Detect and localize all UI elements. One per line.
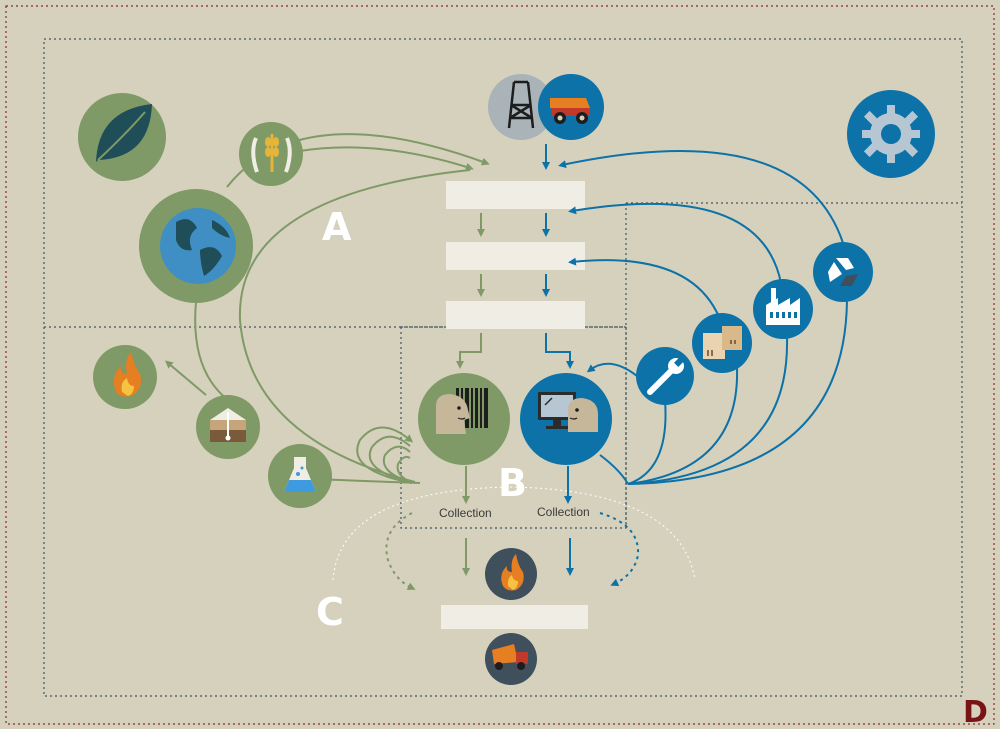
zone-label-b: B [498, 461, 527, 505]
collection-label-left: Collection [439, 506, 492, 520]
fire-icon-left [93, 345, 157, 409]
compost-soil-icon [196, 395, 260, 459]
factory-icon [753, 279, 813, 339]
consumer-computer-icon [520, 373, 612, 465]
zone-c-arc [332, 486, 696, 581]
zone-label-d: D [963, 695, 988, 729]
flask-icon [268, 444, 332, 508]
wheat-fish-icon [239, 122, 303, 186]
blue-flows [542, 144, 848, 576]
collection-label-right: Collection [537, 505, 590, 519]
boxes-icon [692, 313, 752, 373]
zone-label-c: C [316, 590, 344, 634]
dump-truck-icon [485, 633, 537, 685]
zone-label-a: A [322, 205, 352, 249]
gear-icon [847, 90, 935, 178]
wrench-icon [636, 347, 694, 405]
oil-derrick-icon [488, 74, 554, 140]
disposal-box [441, 605, 588, 629]
globe-icon [139, 189, 253, 303]
consumer-barcode-icon [418, 373, 510, 465]
green-dashed-return [385, 512, 416, 590]
zone-outer-border [43, 38, 963, 697]
recycle-icon [813, 242, 873, 302]
fire-icon-center [485, 548, 537, 600]
process-box-2 [446, 242, 585, 270]
process-box-3 [446, 301, 585, 329]
mining-truck-icon [538, 74, 604, 140]
process-box-1 [446, 181, 585, 209]
zone-b-border [400, 326, 627, 529]
zone-d-border [5, 5, 995, 725]
leaf-icon [78, 93, 166, 181]
blue-dashed-return [599, 512, 640, 587]
